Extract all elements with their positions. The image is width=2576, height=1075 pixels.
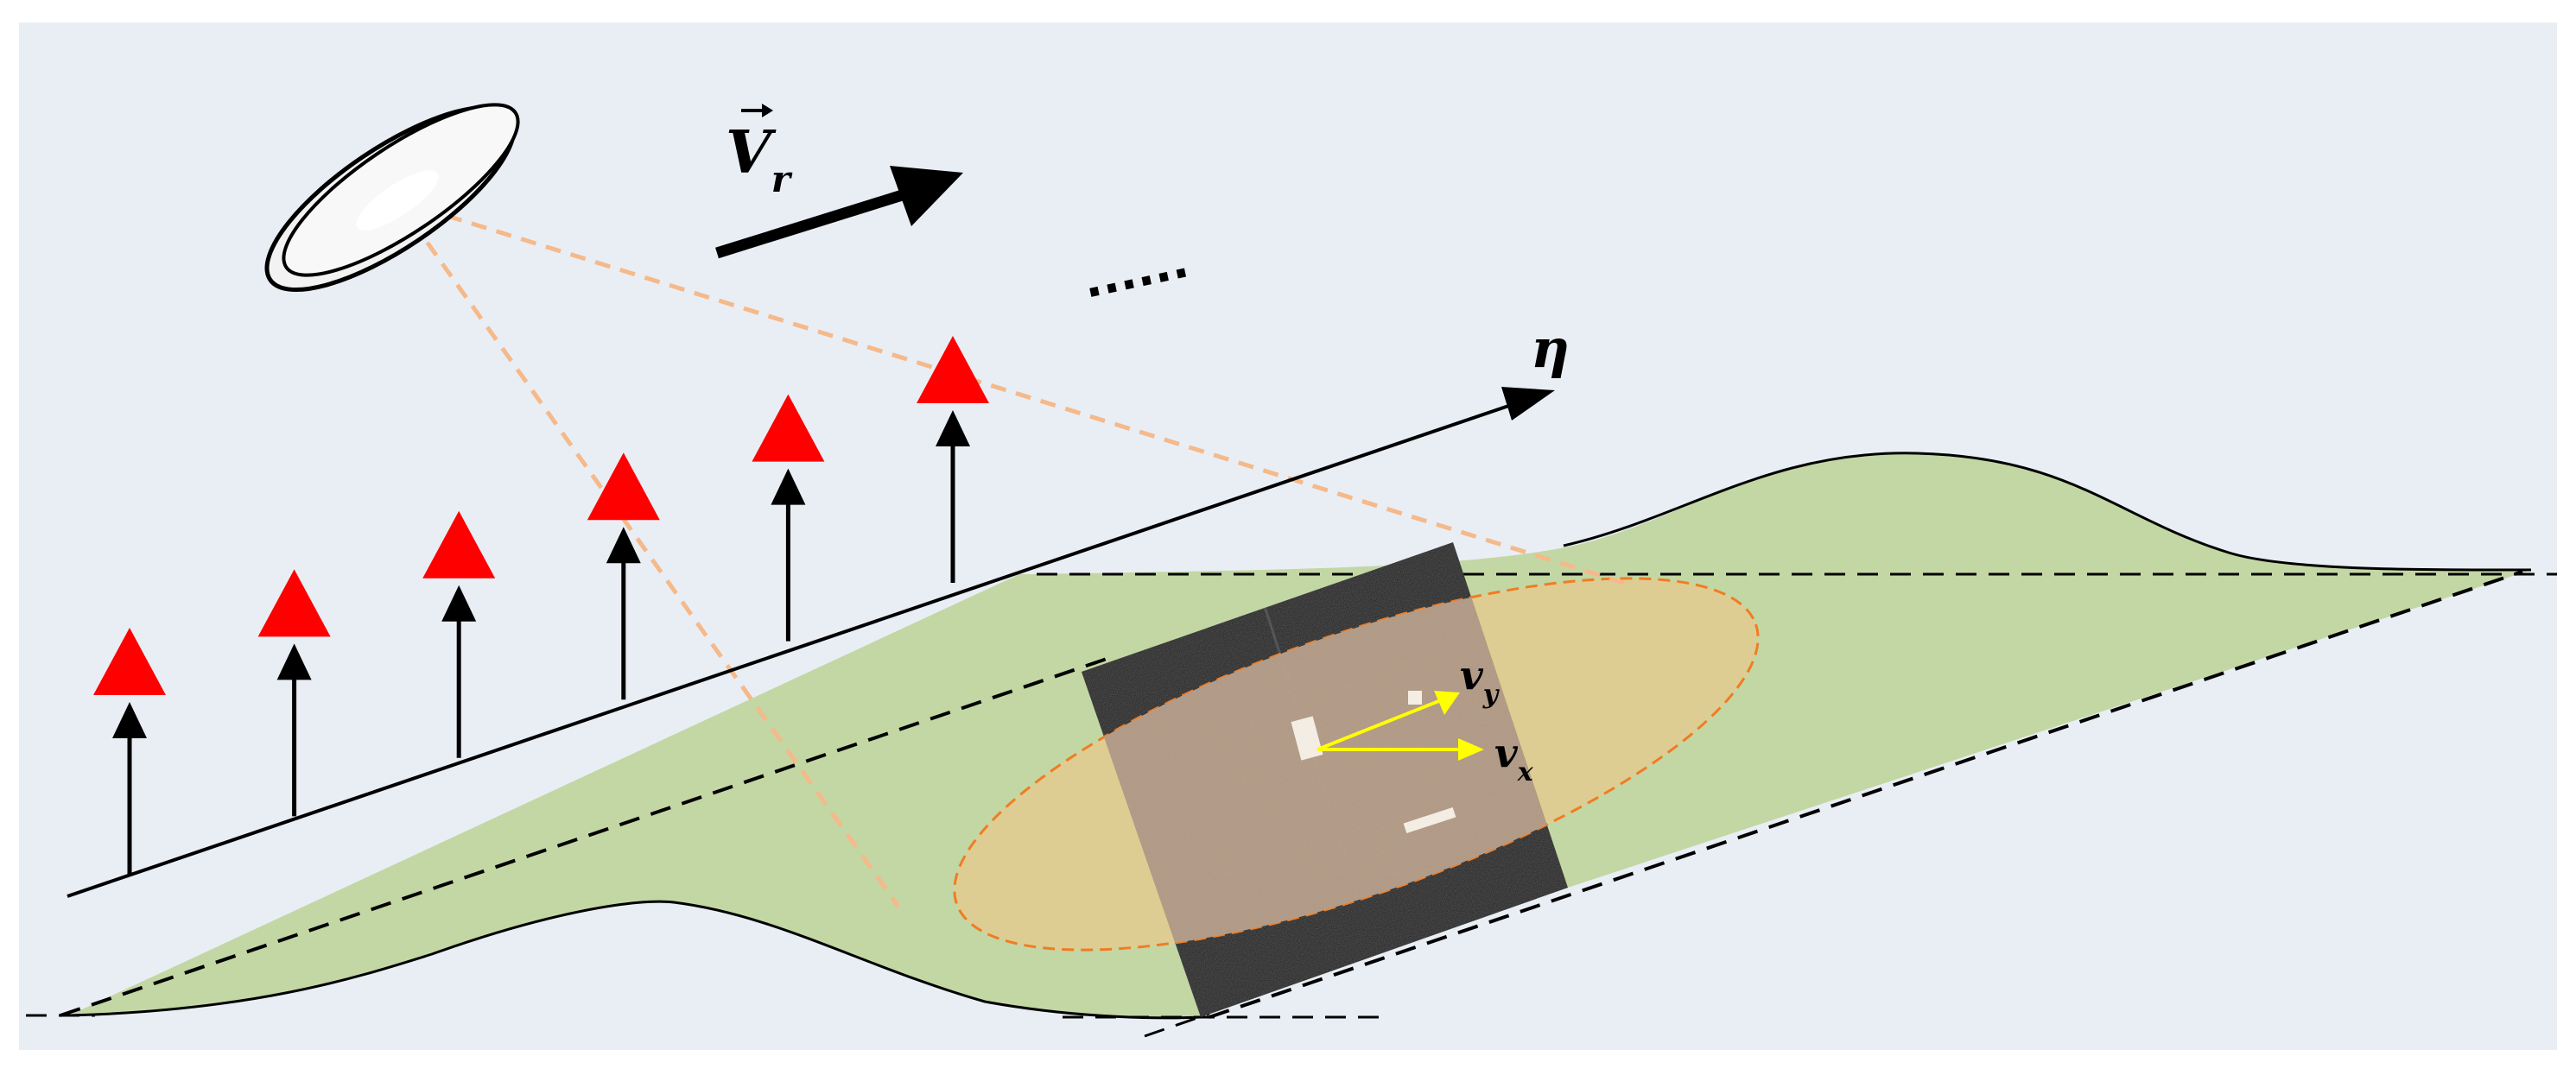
vy-arrow (1317, 699, 1442, 751)
velocity-vector-accent (741, 104, 773, 117)
terrain-profile-right (1563, 452, 2532, 572)
position-arrowhead (936, 410, 970, 446)
ground-edge-far (1209, 570, 2523, 1019)
triangle-up-icon (422, 510, 496, 579)
beam-line-far (397, 198, 1625, 585)
beam-line-near (395, 199, 901, 908)
position-arrowhead (606, 527, 641, 564)
position-arrowhead (276, 643, 312, 680)
moving-targets (1291, 691, 1456, 833)
triangle-up-icon (752, 394, 825, 462)
position-arrowhead (771, 468, 806, 505)
triangle-up-icon (587, 452, 660, 521)
vy-arrowhead (1434, 691, 1460, 715)
position-arrowhead (112, 702, 147, 738)
platform-velocity-label: Vr (726, 118, 793, 200)
azimuth-axis (67, 397, 1530, 898)
azimuth-axis-label: η (1531, 317, 1570, 380)
platform-velocity-arrow (715, 182, 926, 259)
ground-edge-near (60, 654, 1115, 1017)
target-blob (1408, 691, 1422, 705)
position-arrowhead (441, 585, 477, 622)
terrain-profile-left (68, 900, 1202, 1020)
vx-label: vx (1494, 730, 1534, 787)
beam-lines (395, 198, 1625, 908)
strip-tick (1144, 1012, 1210, 1038)
platform-positions (93, 336, 989, 875)
vx-arrowhead (1458, 738, 1484, 761)
satellite-dish-icon (264, 103, 520, 293)
triangle-up-icon (93, 628, 166, 695)
triangle-up-icon (257, 569, 331, 637)
target-blob (1291, 716, 1323, 761)
azimuth-axis-arrowhead (1501, 387, 1555, 421)
vy-label: vy (1460, 652, 1501, 710)
platform-velocity-arrowhead (890, 166, 963, 226)
target-blob (1403, 807, 1456, 833)
triangle-up-icon (917, 336, 989, 403)
